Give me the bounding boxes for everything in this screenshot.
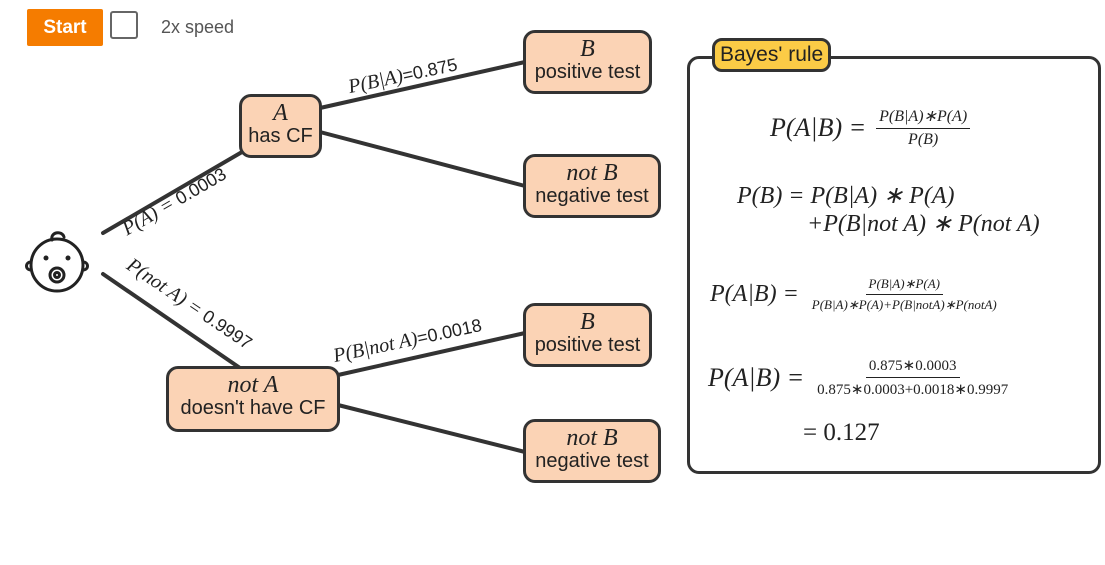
node-b-given-not-a-symbol: B: [580, 309, 595, 335]
formula-4-denominator: 0.875∗0.0003+0.0018∗0.9997: [817, 382, 1009, 398]
node-b-given-a-symbol: B: [580, 36, 595, 62]
formula-4-fraction: 0.875∗0.0003 0.875∗0.0003+0.0018∗0.9997: [814, 356, 1011, 399]
formula-1-lhs: P(A|B) =: [770, 112, 867, 142]
speed-label: 2x speed: [161, 17, 235, 37]
panel-title: Bayes' rule: [712, 38, 832, 72]
start-button[interactable]: Start: [27, 9, 103, 46]
bayes-panel: [687, 56, 1101, 474]
formula-3-denominator: P(B|A)∗P(A)+P(B|notA)∗P(notA): [811, 297, 997, 312]
edge-root-a: [101, 150, 244, 235]
formula-1-denominator: P(B): [908, 131, 939, 148]
node-a-desc: has CF: [248, 125, 313, 147]
formula-2-line-2-text: +P(B|not A) ∗ P(not A): [807, 211, 1040, 237]
formula-result-text: = 0.127: [803, 419, 880, 446]
node-not-b-given-a: not B negative test: [523, 154, 661, 218]
formula-2-line-1: P(B) = P(B|A) ∗ P(A): [737, 181, 954, 210]
formula-1-numerator: P(B|A)∗P(A): [876, 106, 971, 129]
formula-3-lhs: P(A|B) =: [710, 281, 799, 307]
formula-4: P(A|B) = 0.875∗0.0003 0.875∗0.0003+0.001…: [708, 356, 1011, 399]
node-a-symbol: A: [273, 100, 288, 126]
formula-2-line-2: +P(B|not A) ∗ P(not A): [807, 209, 1040, 238]
edge-not-a-b: [336, 331, 527, 377]
formula-4-lhs: P(A|B) =: [708, 362, 805, 392]
edge-a-not-b: [318, 130, 527, 188]
node-b-given-not-a: B positive test: [523, 303, 652, 367]
speed-checkbox[interactable]: [110, 11, 138, 39]
formula-2-line-1-text: P(B) = P(B|A) ∗ P(A): [737, 183, 955, 209]
formula-1-fraction: P(B|A)∗P(A) P(B): [876, 106, 971, 149]
node-not-a-symbol: not A: [227, 372, 279, 398]
formula-1: P(A|B) = P(B|A)∗P(A) P(B): [770, 106, 971, 149]
node-a: A has CF: [239, 94, 322, 158]
node-not-b-given-not-a-symbol: not B: [566, 425, 618, 451]
node-b-given-not-a-desc: positive test: [534, 334, 641, 356]
node-not-b-given-not-a: not B negative test: [523, 419, 661, 483]
node-not-b-given-a-desc: negative test: [535, 185, 649, 207]
node-not-a-desc: doesn't have CF: [180, 397, 326, 419]
edge-root-not-a: [101, 272, 242, 370]
edge-a-b: [318, 60, 527, 110]
formula-3: P(A|B) = P(B|A)∗P(A) P(B|A)∗P(A)+P(B|not…: [710, 276, 1000, 313]
edge-not-a-not-b: [336, 403, 527, 454]
formula-result: = 0.127: [803, 419, 880, 447]
baby-face-icon: [25, 231, 89, 293]
node-not-a: not A doesn't have CF: [166, 366, 340, 432]
tree-edges: [25, 60, 527, 454]
node-not-b-given-a-symbol: not B: [566, 160, 618, 186]
node-b-given-a-desc: positive test: [534, 61, 641, 83]
formula-4-numerator: 0.875∗0.0003: [865, 356, 960, 378]
node-b-given-a: B positive test: [523, 30, 652, 94]
formula-3-fraction: P(B|A)∗P(A) P(B|A)∗P(A)+P(B|notA)∗P(notA…: [809, 276, 1000, 313]
formula-3-numerator: P(B|A)∗P(A): [865, 276, 943, 295]
node-not-b-given-not-a-desc: negative test: [535, 450, 649, 472]
